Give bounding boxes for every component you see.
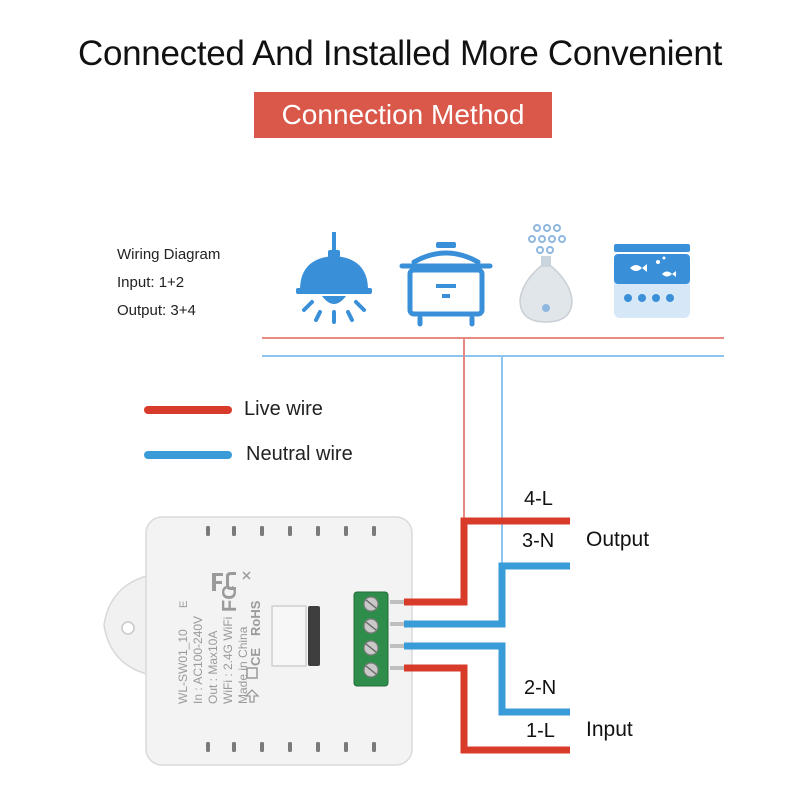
wire-2-neutral bbox=[404, 642, 570, 716]
device-model: WL-SW01_10 bbox=[176, 629, 190, 704]
device-origin: Made in China bbox=[236, 626, 250, 704]
device-fc-mark: FC bbox=[219, 585, 241, 612]
notes-title: Wiring Diagram bbox=[117, 246, 221, 263]
rice-cooker-icon bbox=[399, 242, 493, 327]
terminal-4-label: 4-L bbox=[524, 488, 553, 510]
terminal-1-label: 1-L bbox=[526, 720, 555, 742]
notes-input: Input: 1+2 bbox=[117, 274, 185, 291]
device-output-rating: Out : Max10A bbox=[206, 631, 220, 704]
device-input-rating: In : AC100-240V bbox=[191, 616, 205, 704]
legend-live-label: Live wire bbox=[244, 398, 323, 420]
input-label: Input bbox=[586, 718, 633, 741]
home-icon bbox=[244, 689, 260, 703]
wire-3-neutral bbox=[404, 562, 570, 628]
section-banner: Connection Method bbox=[254, 92, 552, 138]
wire-1-live bbox=[404, 664, 570, 754]
smart-switch-device bbox=[103, 516, 413, 766]
terminal-3-label: 3-N bbox=[522, 530, 555, 552]
terminal-2-label: 2-N bbox=[524, 677, 557, 699]
wire-4-live bbox=[404, 517, 570, 606]
connection-wires bbox=[404, 517, 570, 754]
double-insulation-icon bbox=[246, 667, 258, 679]
wiring-notes: Wiring Diagram Input: 1+2 Output: 3+4 bbox=[117, 241, 220, 325]
device-wifi-rating: WiFi : 2.4G WiFi bbox=[221, 617, 235, 704]
device-rohs-mark: RoHS bbox=[248, 600, 263, 636]
humidifier-icon bbox=[519, 224, 573, 323]
device-ce-mark: CE bbox=[248, 648, 263, 666]
pendant-lamp-icon bbox=[296, 232, 372, 324]
page-title: Connected And Installed More Convenient bbox=[77, 34, 722, 73]
legend-neutral-label: Neutral wire bbox=[246, 443, 353, 465]
fish-tank-icon bbox=[614, 244, 690, 318]
output-label: Output bbox=[586, 528, 650, 551]
device-e-mark: E bbox=[178, 601, 190, 608]
notes-output: Output: 3+4 bbox=[117, 302, 196, 319]
